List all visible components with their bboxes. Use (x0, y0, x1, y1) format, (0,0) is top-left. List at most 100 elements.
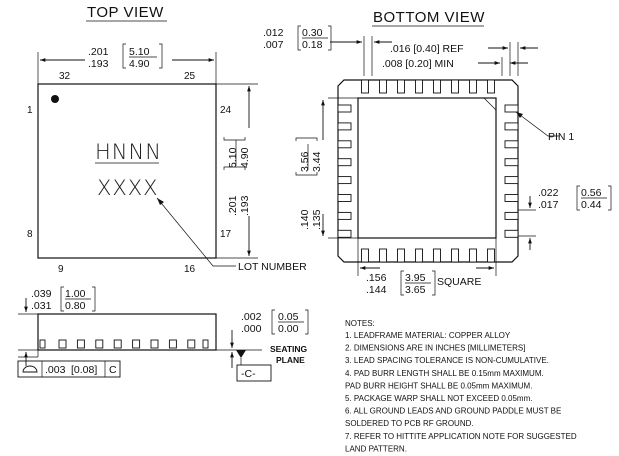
lead-pad (504, 194, 519, 202)
lead-width-min-mm: 0.18 (302, 39, 323, 51)
standoff-max-in: .002 (241, 311, 262, 323)
side-height-min-in: .031 (31, 300, 52, 312)
datum-c-label: -C- (241, 368, 256, 380)
lot-number-label: LOT NUMBER (238, 261, 307, 273)
lead-pad (415, 248, 423, 263)
pin-label-16: 16 (184, 264, 196, 275)
lead-pad (337, 158, 352, 167)
lead-pad (415, 79, 423, 94)
top-height-max-mm: 5.10 (227, 147, 239, 168)
note-line-10: LAND PATTERN. (345, 444, 407, 453)
lead-pad (487, 248, 495, 263)
seating-plane-line2: PLANE (276, 355, 305, 365)
lead-pad (504, 122, 519, 131)
top-height-min-in: .193 (239, 195, 251, 216)
lead-pitch-text: .016 [0.40] REF (390, 43, 464, 55)
side-lead-pad (187, 339, 196, 349)
side-height-max-in: .039 (31, 288, 52, 300)
notes-heading: NOTES: (345, 319, 375, 328)
standoff-min-mm: 0.00 (278, 323, 299, 335)
marking-part-number: HNNN (95, 140, 162, 164)
pin-label-17: 17 (220, 229, 232, 240)
seating-plane-line1: SEATING (270, 344, 308, 354)
lead-pad (397, 248, 405, 263)
lead-pad (504, 104, 519, 113)
datum-c-box (236, 364, 272, 382)
side-lead-pad (76, 339, 85, 349)
lead-pad (451, 79, 459, 94)
flatness-symbol-icon (22, 365, 38, 373)
square-min-mm: 3.65 (405, 284, 426, 296)
side-lead-pad (58, 339, 67, 349)
square-label: SQUARE (437, 276, 481, 288)
bottom-view-title: BOTTOM VIEW (373, 9, 485, 26)
note-line-4: 4. PAD BURR LENGTH SHALL BE 0.15mm MAXIM… (345, 369, 544, 378)
pin1-dot (51, 95, 59, 103)
side-lead-pad (150, 339, 159, 349)
lead-len-min-in: .017 (538, 199, 559, 211)
side-lead-pad (202, 339, 209, 349)
lead-len-min-mm: 0.44 (581, 199, 602, 211)
lead-len-max-in: .022 (538, 187, 559, 199)
side-lead-pad (39, 339, 46, 349)
lead-pad (337, 211, 352, 220)
side-view: .039 .031 1.00 0.80 SEATING PLANE -C- .0… (17, 286, 309, 382)
pin1-label: PIN 1 (548, 131, 574, 143)
lead-width-max-in: .012 (263, 27, 284, 39)
lead-pad (337, 176, 352, 185)
square-min-in: .144 (366, 284, 387, 296)
lead-pad (337, 122, 352, 131)
top-view: TOP VIEW .201 .193 5.10 4.90 32 25 1 24 … (27, 4, 307, 275)
lead-pad (504, 140, 519, 149)
note-line-6: 5. PACKAGE WARP SHALL NOT EXCEED 0.05mm. (345, 394, 532, 403)
lead-min-spacing-text: .008 [0.20] MIN (382, 58, 454, 70)
side-lead-pad (113, 339, 122, 349)
top-height-max-in: .201 (227, 195, 239, 216)
lead-pad (337, 229, 352, 238)
lead-width-min-in: .007 (263, 39, 284, 51)
lead-pad (451, 248, 459, 263)
bottom-view: BOTTOM VIEW .012 .007 0.30 0.18 .016 [0.… (263, 9, 612, 296)
lead-width-max-mm: 0.30 (302, 27, 323, 39)
flatness-value: .003 (45, 364, 66, 376)
note-line-3: 3. LEAD SPACING TOLERANCE IS NON-CUMULAT… (345, 356, 549, 365)
pin-label-25: 25 (184, 71, 196, 82)
lead-pad (504, 158, 519, 167)
flatness-mm: [0.08] (71, 364, 97, 376)
ground-paddle (357, 97, 497, 239)
paddle-pin1-chamfer (483, 97, 497, 111)
top-view-title: TOP VIEW (87, 4, 164, 21)
pin-label-24: 24 (220, 105, 232, 116)
paddle-max-mm: 3.56 (299, 151, 311, 172)
side-height-max-mm: 1.00 (65, 288, 86, 300)
flatness-datum-ref: C (109, 364, 117, 376)
note-line-7: 6. ALL GROUND LEADS AND GROUND PADDLE MU… (345, 407, 561, 416)
side-lead-pad (132, 339, 141, 349)
lead-pad (361, 248, 369, 263)
lead-pad (433, 79, 441, 94)
lead-pad (504, 211, 519, 220)
lead-pad (379, 79, 387, 94)
lead-pad (504, 229, 519, 238)
marking-lot-code: XXXX (97, 176, 159, 200)
side-lead-pad (95, 339, 104, 349)
lead-pad (379, 248, 387, 263)
top-width-min-in: .193 (88, 58, 109, 70)
standoff-max-mm: 0.05 (278, 311, 299, 323)
lead-pad (504, 176, 519, 185)
pin-label-8: 8 (27, 229, 33, 240)
square-max-mm: 3.95 (405, 272, 426, 284)
lead-pad (469, 248, 477, 263)
top-view-package-body (37, 83, 217, 259)
note-line-9: 7. REFER TO HITTITE APPLICATION NOTE FOR… (345, 432, 577, 441)
note-line-5: PAD BURR HEIGHT SHALL BE 0.05mm MAXIMUM. (345, 381, 532, 390)
pin-label-9: 9 (58, 264, 64, 275)
top-width-min-mm: 4.90 (129, 58, 150, 70)
pin-label-1: 1 (27, 105, 33, 116)
paddle-min-mm: 3.44 (311, 151, 323, 172)
note-line-8: SOLDERED TO PCB RF GROUND. (345, 419, 474, 428)
notes: NOTES: 1. LEADFRAME MATERIAL: COPPER ALL… (345, 319, 577, 453)
lead-pad (337, 194, 352, 202)
standoff-min-in: .000 (241, 323, 262, 335)
